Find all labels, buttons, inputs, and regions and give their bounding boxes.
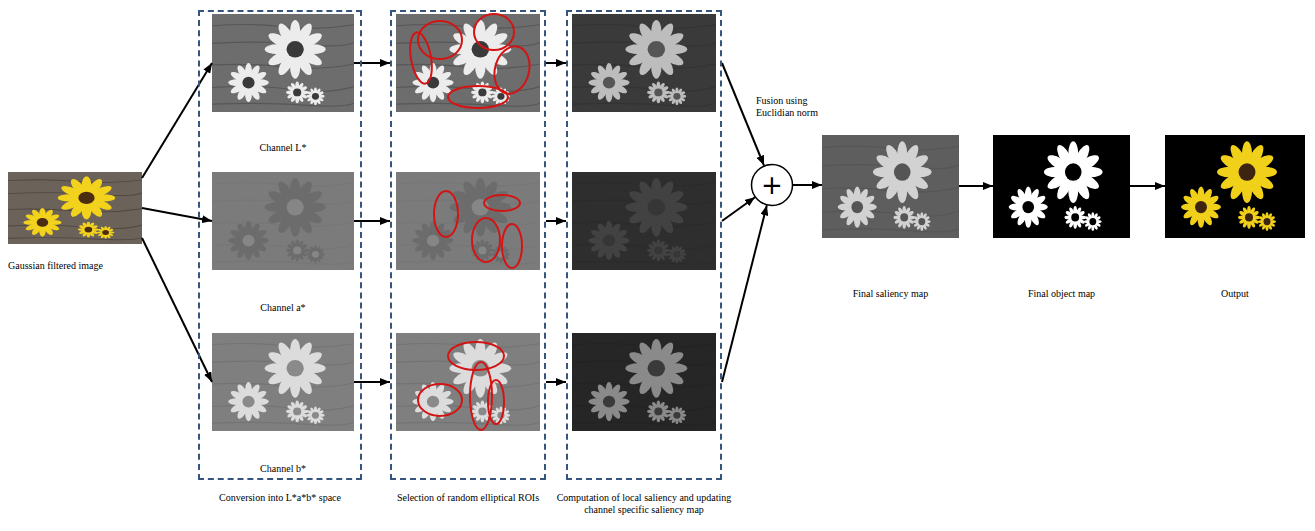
channel-photo [212, 14, 354, 112]
channel-photo [212, 172, 354, 270]
saliency-photo [822, 135, 959, 238]
arrow-line [1130, 185, 1165, 187]
arrow-line [793, 184, 822, 186]
flow-arrow [1130, 186, 1165, 187]
arrow-line [722, 205, 767, 382]
operator-label: Fusion using Euclidian norm [756, 95, 828, 119]
flow-arrow [142, 208, 212, 221]
flow-arrow [142, 63, 212, 178]
arrow-line [354, 220, 390, 222]
flow-arrow [793, 185, 822, 186]
stage-caption: Conversion into L*a*b* space [180, 492, 380, 504]
image-caption: Channel b* [212, 463, 354, 475]
flow-arrow [546, 63, 566, 382]
arrow-line [722, 197, 755, 221]
arrow-line [959, 185, 993, 187]
saliency-map-image: Final saliency map [822, 135, 959, 300]
saliency-photo [572, 172, 716, 270]
image-caption: Gaussian filtered image [8, 260, 142, 272]
flow-arrow [354, 382, 390, 383]
roi-photo [396, 172, 540, 270]
stage-group: Computation of local saliency and updati… [566, 10, 722, 480]
image-caption: Final saliency map [822, 288, 959, 300]
image-caption: Channel a* [212, 302, 354, 314]
flow-arrow [354, 221, 390, 222]
arrow-line [546, 381, 566, 383]
output-image: Output [1165, 135, 1305, 300]
roi-photo [396, 333, 540, 431]
arrow-line [142, 238, 212, 382]
arrow-line [546, 62, 566, 64]
channel-image: Channel L* [212, 14, 354, 154]
source-image: Gaussian filtered image [8, 172, 142, 272]
roi-ellipses [407, 14, 535, 430]
arrow-line [142, 208, 212, 221]
image-caption: Channel L* [212, 142, 354, 154]
arrow-line [354, 381, 390, 383]
stage-caption: Selection of random elliptical ROIs [368, 492, 568, 504]
saliency-photo [572, 333, 716, 431]
fusion-operator: Fusion using Euclidian norm+ [750, 163, 794, 207]
roi-photo [396, 14, 540, 112]
stage-group: Channel L*Channel a*Channel b*Conversion… [198, 10, 362, 480]
stage-group: Selection of random elliptical ROIs [390, 10, 546, 480]
flow-arrow [354, 63, 390, 64]
image-caption: Output [1165, 288, 1305, 300]
channel-photo [212, 333, 354, 431]
arrow-line [354, 62, 390, 64]
stage-caption: Computation of local saliency and updati… [554, 492, 734, 516]
operator-symbol: + [750, 163, 794, 207]
object-map-image: Final object map [993, 135, 1130, 300]
image-caption: Final object map [993, 288, 1130, 300]
flow-arrow [959, 186, 993, 187]
arrow-line [142, 63, 212, 178]
arrow-line [546, 220, 566, 222]
channel-image: Channel b* [212, 333, 354, 475]
output-photo [1165, 135, 1305, 238]
saliency-photo [572, 14, 716, 112]
flow-arrow [142, 238, 212, 382]
mask-photo [993, 135, 1130, 238]
input-photo [8, 172, 142, 244]
channel-image: Channel a* [212, 172, 354, 314]
